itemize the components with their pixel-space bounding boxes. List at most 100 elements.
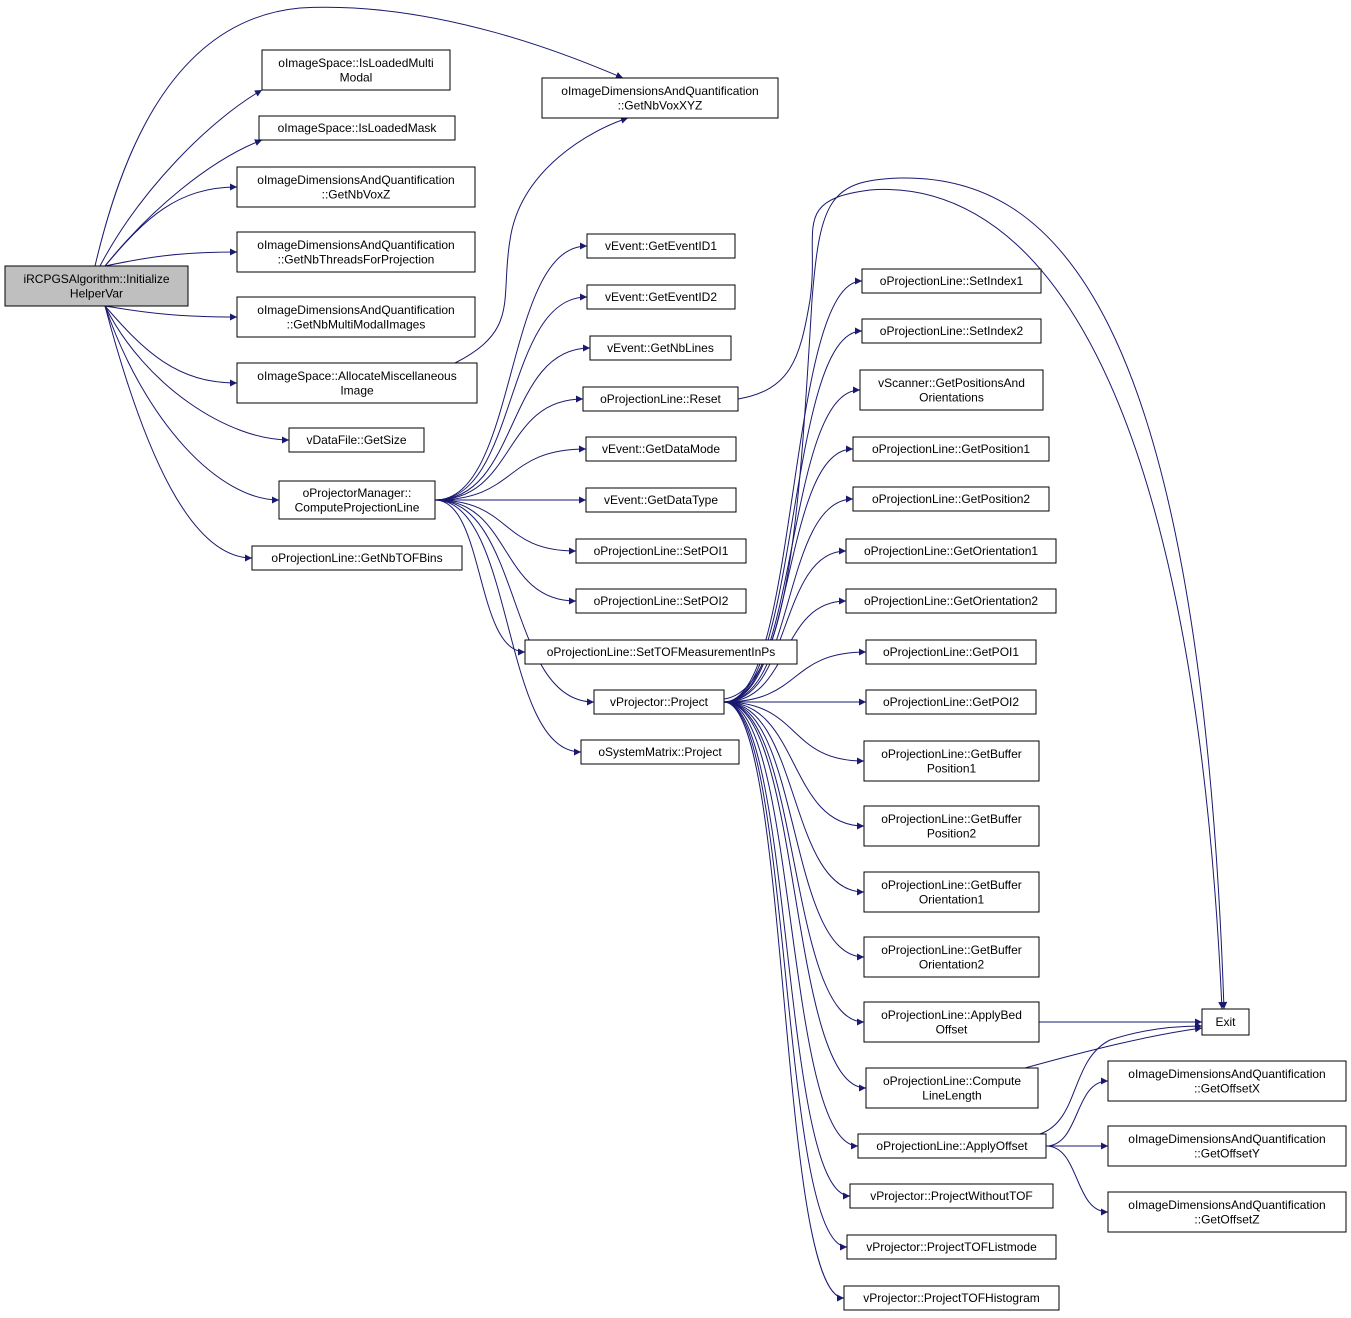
node-box — [863, 1001, 1040, 1043]
function-node-get-size[interactable]: vDataFile::GetSize — [288, 427, 425, 453]
node-label-line: oImageSpace::IsLoadedMulti — [278, 56, 433, 70]
function-node-get-data-type[interactable]: vEvent::GetDataType — [585, 487, 737, 513]
call-edge-compute-proj-line-to-get-data-mode — [434, 445, 587, 501]
function-node-get-event-id1[interactable]: vEvent::GetEventID1 — [586, 233, 736, 259]
call-edge-v-project-to-get-position1 — [723, 445, 854, 703]
node-box — [865, 689, 1037, 715]
node-label-line: oProjectionLine::ApplyBed — [881, 1008, 1022, 1022]
node-label-line: oImageSpace::AllocateMiscellaneous — [257, 369, 456, 383]
function-node-v-project[interactable]: vProjector::Project — [593, 689, 725, 715]
function-node-proj-tofhistogram[interactable]: vProjector::ProjectTOFHistogram — [843, 1285, 1060, 1311]
node-label-line: vProjector::ProjectTOFHistogram — [863, 1291, 1040, 1305]
function-node-get-nb-vox-xyz[interactable]: oImageDimensionsAndQuantification::GetNb… — [541, 77, 779, 119]
function-node-exit[interactable]: Exit — [1201, 1008, 1250, 1036]
node-label-line: oProjectionLine::Reset — [600, 392, 721, 406]
function-node-proj-without-tof[interactable]: vProjector::ProjectWithoutTOF — [849, 1183, 1054, 1209]
call-edge-root-to-get-nb-vox-z — [104, 183, 238, 267]
node-box — [1107, 1191, 1347, 1233]
node-box — [580, 739, 740, 765]
function-node-set-poi2[interactable]: oProjectionLine::SetPOI2 — [575, 588, 747, 614]
node-label-line: Image — [340, 383, 374, 397]
function-node-get-orientation1[interactable]: oProjectionLine::GetOrientation1 — [845, 538, 1057, 564]
node-box — [236, 362, 478, 404]
function-node-set-index2[interactable]: oProjectionLine::SetIndex2 — [861, 318, 1042, 344]
function-node-get-nb-lines[interactable]: vEvent::GetNbLines — [589, 335, 732, 361]
node-label-line: oImageDimensionsAndQuantification — [257, 303, 454, 317]
node-label-line: oProjectionLine::GetBuffer — [881, 943, 1022, 957]
function-node-set-tof[interactable]: oProjectionLine::SetTOFMeasurementInPs — [524, 639, 798, 665]
function-node-apply-offset[interactable]: oProjectionLine::ApplyOffset — [857, 1133, 1047, 1159]
call-edge-compute-proj-line-to-reset — [434, 395, 584, 501]
function-node-get-nb-tofbins[interactable]: oProjectionLine::GetNbTOFBins — [251, 545, 463, 571]
call-edge-v-project-to-get-position2 — [723, 495, 854, 703]
function-node-get-event-id2[interactable]: vEvent::GetEventID2 — [586, 284, 736, 310]
node-label-line: oProjectionLine::ApplyOffset — [876, 1139, 1028, 1153]
function-node-get-position2[interactable]: oProjectionLine::GetPosition2 — [852, 486, 1050, 512]
node-box — [586, 233, 736, 259]
node-box — [859, 369, 1044, 411]
node-box — [861, 268, 1042, 294]
function-node-get-nb-vox-z[interactable]: oImageDimensionsAndQuantification::GetNb… — [236, 166, 476, 208]
function-node-get-nb-multi-modal[interactable]: oImageDimensionsAndQuantification::GetNb… — [236, 296, 476, 338]
node-box — [852, 486, 1050, 512]
node-box — [524, 639, 798, 665]
function-node-get-offset-z[interactable]: oImageDimensionsAndQuantification::GetOf… — [1107, 1191, 1347, 1233]
node-label-line: ::GetOffsetX — [1194, 1081, 1260, 1095]
call-edge-apply-offset-to-get-offset-z — [1045, 1145, 1109, 1216]
node-label-line: LineLength — [922, 1088, 981, 1102]
function-node-is-loaded-mask[interactable]: oImageSpace::IsLoadedMask — [258, 115, 456, 141]
node-box — [586, 284, 736, 310]
function-node-get-position1[interactable]: oProjectionLine::GetPosition1 — [852, 436, 1050, 462]
call-edge-root-to-get-size — [104, 305, 290, 444]
function-node-reset[interactable]: oProjectionLine::Reset — [582, 386, 739, 412]
call-edge-v-project-to-get-buf-ori2 — [723, 701, 865, 961]
call-edge-compute-proj-line-to-v-project — [434, 499, 595, 706]
call-edge-v-project-to-get-buf-ori1 — [723, 701, 865, 896]
call-edge-root-to-get-nb-threads — [104, 248, 238, 267]
node-label-line: Orientations — [919, 390, 984, 404]
node-box — [861, 318, 1042, 344]
call-edge-allocate-misc-to-get-nb-vox-xyz — [454, 116, 629, 364]
call-edge-root-to-is-loaded-multi-modal — [99, 89, 263, 267]
function-node-set-poi1[interactable]: oProjectionLine::SetPOI1 — [575, 538, 747, 564]
node-box — [251, 545, 463, 571]
function-node-get-orientation2[interactable]: oProjectionLine::GetOrientation2 — [845, 588, 1057, 614]
call-edge-compute-proj-line-to-set-poi1 — [434, 499, 577, 555]
function-node-get-offset-x[interactable]: oImageDimensionsAndQuantification::GetOf… — [1107, 1060, 1347, 1102]
node-label-line: oProjectionLine::GetPOI2 — [883, 695, 1019, 709]
function-node-get-poi2[interactable]: oProjectionLine::GetPOI2 — [865, 689, 1037, 715]
node-box — [852, 436, 1050, 462]
node-label-line: vProjector::ProjectWithoutTOF — [870, 1189, 1033, 1203]
node-label-line: oProjectionLine::SetPOI1 — [594, 544, 729, 558]
function-node-set-index1[interactable]: oProjectionLine::SetIndex1 — [861, 268, 1042, 294]
node-box — [575, 538, 747, 564]
call-edge-root-to-compute-proj-line — [104, 305, 280, 504]
function-node-get-offset-y[interactable]: oImageDimensionsAndQuantification::GetOf… — [1107, 1125, 1347, 1167]
function-node-get-poi1[interactable]: oProjectionLine::GetPOI1 — [865, 639, 1037, 665]
node-label-line: vEvent::GetEventID1 — [605, 239, 717, 253]
node-label-line: oProjectionLine::GetBuffer — [881, 812, 1022, 826]
call-edge-v-project-to-exit — [723, 177, 1228, 1010]
call-edge-root-to-get-nb-tofbins — [104, 305, 253, 562]
node-label-line: oProjectionLine::SetTOFMeasurementInPs — [547, 645, 776, 659]
function-node-get-nb-threads[interactable]: oImageDimensionsAndQuantification::GetNb… — [236, 231, 476, 273]
node-box — [278, 480, 436, 520]
function-node-proj-toflistmode[interactable]: vProjector::ProjectTOFListmode — [846, 1234, 1057, 1260]
function-node-compute-proj-line[interactable]: oProjectorManager::ComputeProjectionLine — [278, 480, 436, 520]
function-node-sys-project[interactable]: oSystemMatrix::Project — [580, 739, 740, 765]
node-label-line: vScanner::GetPositionsAnd — [878, 376, 1025, 390]
node-label-line: oProjectionLine::SetIndex2 — [880, 324, 1024, 338]
node-box — [589, 335, 732, 361]
function-node-get-data-mode[interactable]: vEvent::GetDataMode — [585, 436, 737, 462]
